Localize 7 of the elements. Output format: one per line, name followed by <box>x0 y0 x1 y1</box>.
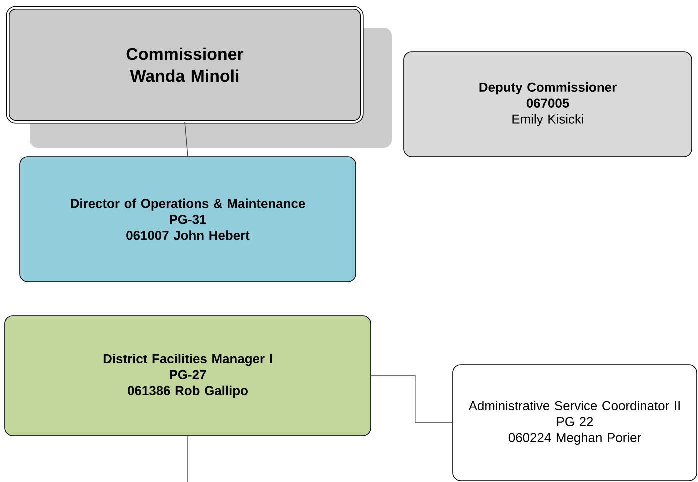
position-box: Administrative Service Coordinator II PG 22 060224 Meghan Porier <box>452 364 698 482</box>
position-box: Deputy Commissioner 067005 Emily Kisicki <box>404 52 692 158</box>
commissioner-box: Commissioner Wanda Minoli <box>6 6 364 124</box>
connector-line <box>184 122 188 157</box>
position-box: District Facilities Manager I PG-27 061386 Rob Gallipo <box>4 316 372 436</box>
connector-line <box>371 376 453 424</box>
position-box: Director of Operations & Maintenance PG-31 061007 John Hebert <box>20 156 356 282</box>
